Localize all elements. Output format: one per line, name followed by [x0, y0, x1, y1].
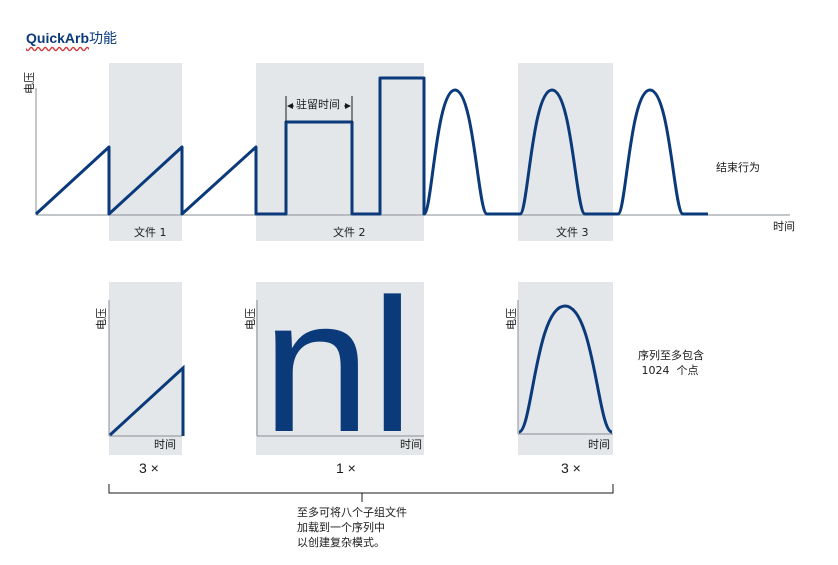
- sequence-points-note: 序列至多包含 1024 个点: [638, 348, 704, 378]
- bottom-note: 至多可将八个子组文件 加载到一个序列中 以创建复杂模式。: [297, 505, 407, 550]
- brand-name: QuickArb: [26, 30, 90, 46]
- sequence-bracket: [108, 484, 614, 502]
- bottom-note-line-1: 至多可将八个子组文件: [297, 506, 407, 519]
- dwell-label-bg: [294, 96, 344, 112]
- sub1-ramp: [108, 364, 185, 437]
- sequence-note-line-1: 序列至多包含: [638, 349, 704, 362]
- sub2-nl-glyph: nl: [262, 260, 414, 472]
- sub2-count: 1 ×: [336, 460, 356, 476]
- sequence-note-line-2: 1024 个点: [638, 364, 699, 377]
- file1-shade: [109, 63, 182, 241]
- file3-shade: [518, 63, 613, 241]
- feature-title: QuickArb功能: [26, 28, 117, 48]
- sub2-x-label: 时间: [400, 438, 422, 451]
- top-x-label: 时间: [773, 220, 795, 233]
- sub3-y-label: 电压: [505, 308, 518, 330]
- sub3-count: 3 ×: [561, 460, 581, 476]
- bottom-note-line-2: 加载到一个序列中: [297, 521, 385, 534]
- file2-shade: [256, 63, 424, 241]
- top-y-label: 电压: [23, 72, 36, 94]
- sub1-x-label: 时间: [154, 438, 176, 451]
- sub1-shade: [109, 282, 182, 455]
- sub1-count: 3 ×: [139, 460, 159, 476]
- dwell-arrow-left: [287, 103, 293, 109]
- sub3-x-label: 时间: [588, 438, 610, 451]
- file3-label: 文件 3: [556, 225, 589, 239]
- bottom-note-line-3: 以创建复杂模式。: [297, 536, 385, 549]
- top-waveform: [34, 76, 708, 216]
- sub3-pulse: [518, 304, 613, 434]
- end-behavior-label: 结束行为: [716, 161, 760, 174]
- title-suffix: 功能: [89, 31, 118, 47]
- sub3-shade: [518, 282, 613, 455]
- dwell-label: 驻留时间: [296, 97, 340, 111]
- sub1-y-label: 电压: [95, 308, 108, 330]
- file1-label: 文件 1: [134, 225, 167, 239]
- file2-label: 文件 2: [333, 225, 366, 239]
- sub2-shade: [256, 282, 424, 455]
- sub2-y-label: 电压: [244, 308, 257, 330]
- dwell-arrow-right: [345, 103, 351, 109]
